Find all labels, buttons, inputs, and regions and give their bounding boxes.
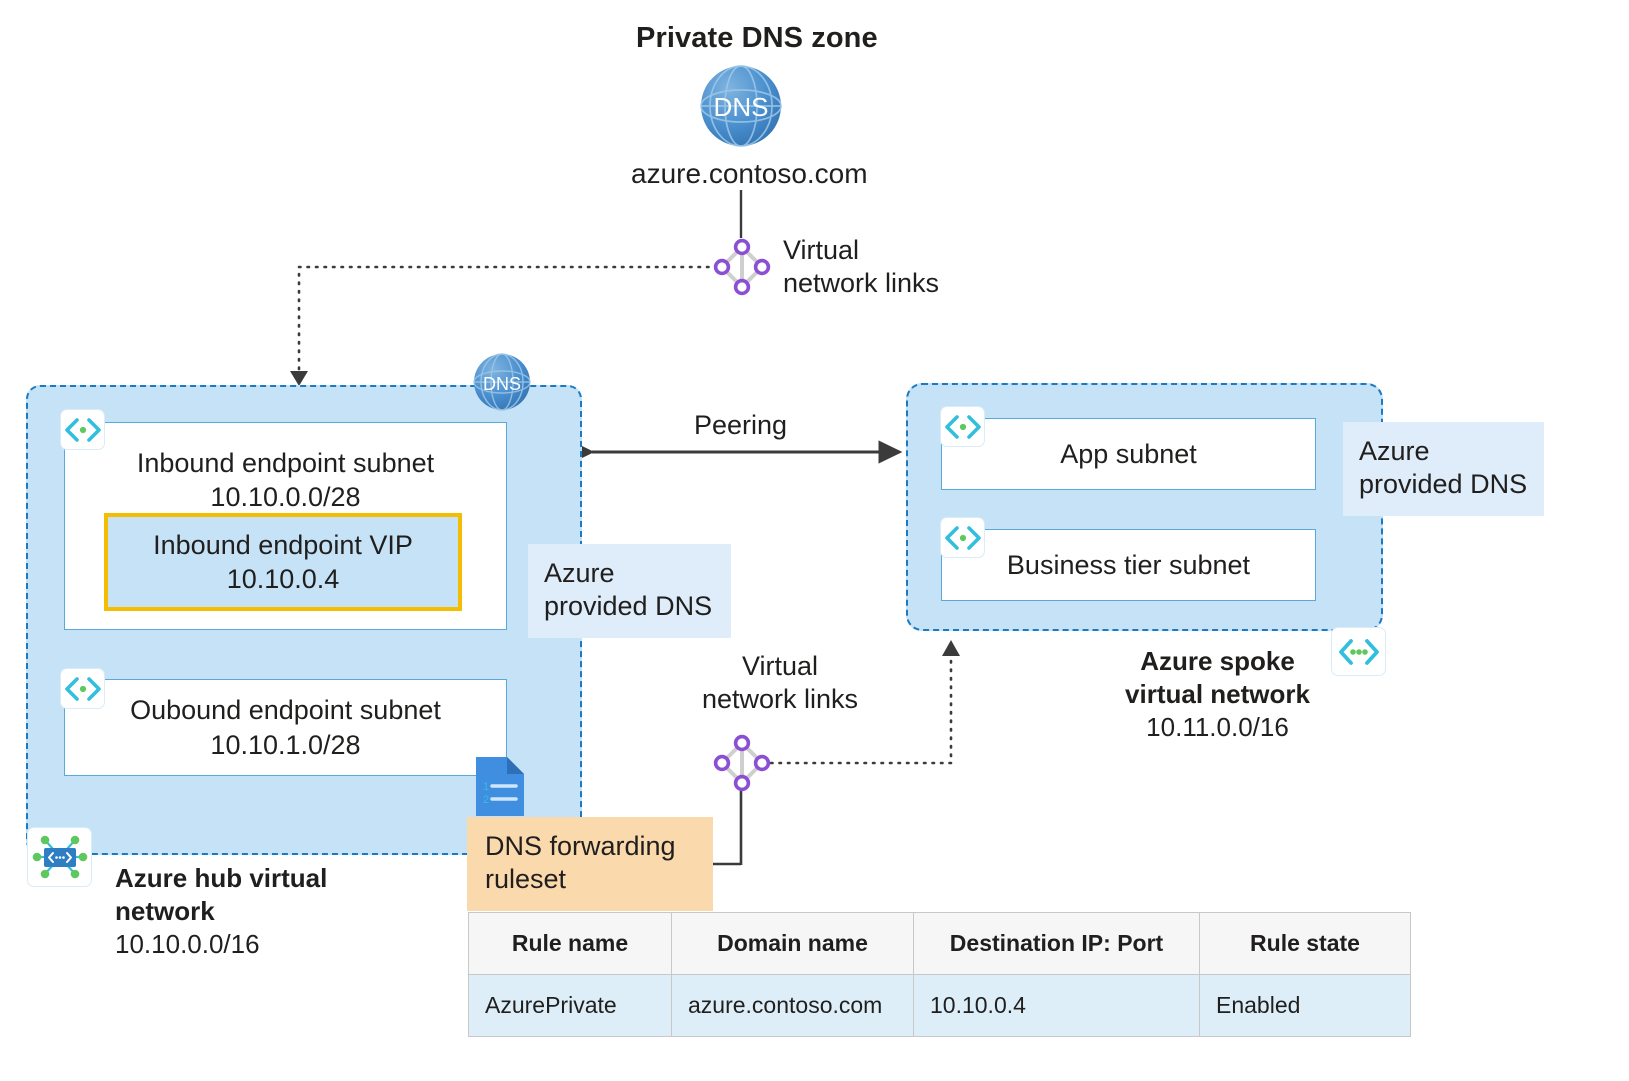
callout-dns-forwarding-ruleset: DNS forwarding ruleset xyxy=(467,817,713,911)
table-row: AzurePrivate azure.contoso.com 10.10.0.4… xyxy=(468,974,1411,1037)
spoke-vnet-cidr: 10.11.0.0/16 xyxy=(1146,711,1289,742)
virtual-network-icon xyxy=(27,827,92,887)
subnet-name: Inbound endpoint subnet xyxy=(136,447,435,478)
links-label-line2: network links xyxy=(783,268,940,299)
subnet-name: App subnet xyxy=(1060,438,1197,469)
svg-text:2: 2 xyxy=(483,794,489,806)
subnet-icon xyxy=(940,517,985,558)
subnet-cidr: 10.10.0.0/28 xyxy=(210,482,361,512)
subnet-icon xyxy=(940,406,985,447)
subnet-outbound-endpoint: Oubound endpoint subnet 10.10.1.0/28 xyxy=(64,679,507,776)
hub-vnet-name-line1: Azure hub virtual xyxy=(115,863,328,893)
inbound-endpoint-vip: Inbound endpoint VIP 10.10.0.4 xyxy=(104,513,462,611)
svg-text:DNS: DNS xyxy=(714,92,769,122)
callout-line2: provided DNS xyxy=(544,591,713,622)
dns-forwarding-rules-table: Rule name Domain name Destination IP: Po… xyxy=(468,912,1411,1037)
ruleset-line2: ruleset xyxy=(485,864,567,895)
svg-text:1: 1 xyxy=(483,781,489,793)
column-header-rule-state: Rule state xyxy=(1199,912,1411,975)
column-header-rule-name: Rule name xyxy=(468,912,672,975)
peering-label: Peering xyxy=(694,410,788,440)
subnet-name: Business tier subnet xyxy=(1006,549,1251,580)
dns-globe-icon: DNS xyxy=(699,64,783,148)
cell-destination: 10.10.0.4 xyxy=(913,974,1200,1037)
hub-vnet-label: Azure hub virtual network 10.10.0.0/16 xyxy=(115,862,445,960)
zone-domain-label: azure.contoso.com xyxy=(631,158,868,189)
subnet-app: App subnet xyxy=(941,418,1316,490)
subnet-business-tier: Business tier subnet xyxy=(941,529,1316,601)
callout-line1: Azure xyxy=(544,558,615,588)
subnet-icon xyxy=(60,668,105,709)
virtual-network-links-icon xyxy=(713,734,771,792)
spoke-vnet-name-line2: virtual network xyxy=(1125,678,1310,709)
table-header-row: Rule name Domain name Destination IP: Po… xyxy=(468,912,1411,975)
cell-rule-name: AzurePrivate xyxy=(468,974,672,1037)
dns-forwarding-ruleset-document-icon: 1 2 xyxy=(474,755,526,818)
virtual-network-icon xyxy=(1331,627,1386,676)
cell-domain-name: azure.contoso.com xyxy=(671,974,914,1037)
vip-name: Inbound endpoint VIP xyxy=(153,529,413,560)
hub-vnet-name-line2: network xyxy=(115,895,215,926)
callout-line1: Azure xyxy=(1359,436,1430,466)
links-label-line2: network links xyxy=(701,684,859,715)
subnet-icon xyxy=(60,409,105,450)
subnet-cidr: 10.10.1.0/28 xyxy=(210,729,361,760)
subnet-name: Oubound endpoint subnet xyxy=(130,695,441,726)
hub-vnet-cidr: 10.10.0.0/16 xyxy=(115,928,260,959)
spoke-vnet-name-line1: Azure spoke xyxy=(1140,646,1295,676)
virtual-network-links-icon xyxy=(713,238,771,296)
links-label-line1: Virtual xyxy=(783,235,860,265)
column-header-domain-name: Domain name xyxy=(671,912,914,975)
vip-address: 10.10.0.4 xyxy=(226,564,340,594)
spoke-vnet-label: Azure spoke virtual network 10.11.0.0/16 xyxy=(1110,645,1325,743)
dns-globe-icon: DNS xyxy=(473,353,531,411)
cell-rule-state: Enabled xyxy=(1199,974,1411,1037)
svg-text:DNS: DNS xyxy=(483,374,521,394)
callout-line2: provided DNS xyxy=(1359,469,1528,500)
virtual-network-links-label-mid: Virtual network links xyxy=(660,650,900,717)
column-header-destination-ip-port: Destination IP: Port xyxy=(913,912,1200,975)
callout-azure-provided-dns-spoke: Azure provided DNS xyxy=(1343,422,1544,516)
ruleset-line1: DNS forwarding xyxy=(485,831,676,861)
callout-azure-provided-dns-hub: Azure provided DNS xyxy=(528,544,731,638)
virtual-network-links-label-top: Virtual network links xyxy=(783,234,1003,301)
links-label-line1: Virtual xyxy=(741,651,819,681)
page-title: Private DNS zone xyxy=(636,22,878,54)
